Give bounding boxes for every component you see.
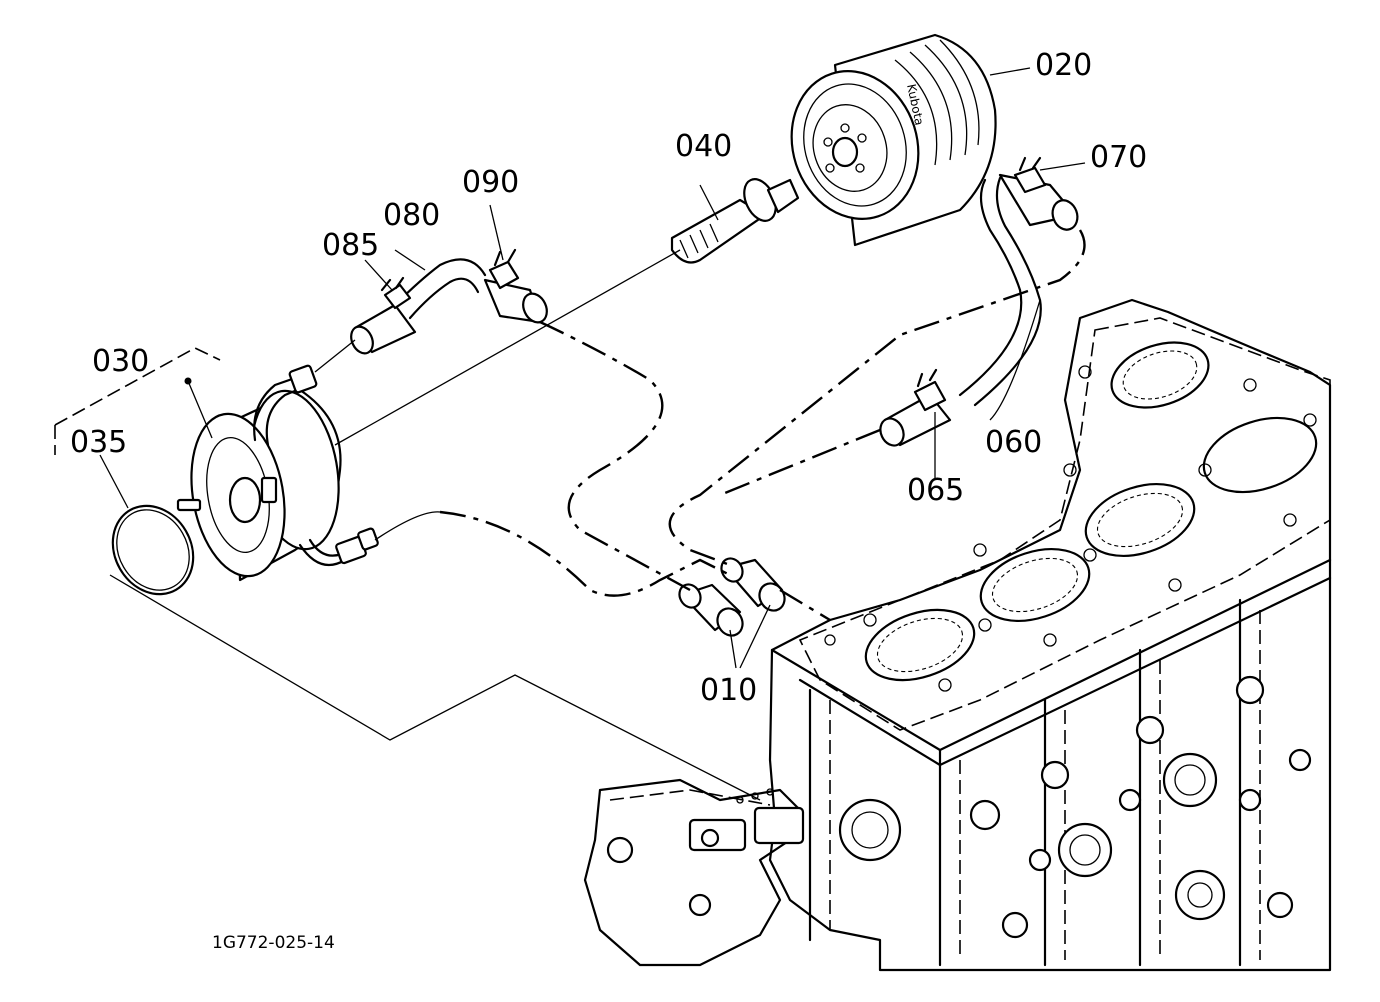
assembly-030-boundary <box>54 347 761 801</box>
callout-030: 030 <box>92 344 149 379</box>
oil-cooler-030 <box>176 364 379 582</box>
assembly-lines <box>314 229 1086 622</box>
callout-090: 090 <box>462 165 519 200</box>
callout-labels: 020 040 070 090 080 085 030 035 060 065 … <box>70 48 1147 708</box>
callout-020: 020 <box>1035 48 1092 83</box>
callout-035: 035 <box>70 425 127 460</box>
callout-085: 085 <box>322 228 379 263</box>
callout-040: 040 <box>675 129 732 164</box>
clamp-090 <box>488 204 520 290</box>
engine-block <box>583 298 1332 972</box>
oil-filter-020: Kubota <box>790 33 1031 247</box>
o-ring-035 <box>99 454 195 596</box>
callout-070: 070 <box>1090 140 1147 175</box>
connector-010 <box>678 557 786 669</box>
callout-080: 080 <box>383 198 440 233</box>
nipple-040 <box>670 178 800 264</box>
callout-060: 060 <box>985 425 1042 460</box>
callout-065: 065 <box>907 473 964 508</box>
clamp-070 <box>1013 156 1086 194</box>
hose-080 <box>350 249 548 355</box>
callout-010: 010 <box>700 673 757 708</box>
drawing-number: 1G772-025-14 <box>212 933 335 953</box>
clamp-085 <box>364 259 412 310</box>
clamp-065 <box>913 368 947 480</box>
